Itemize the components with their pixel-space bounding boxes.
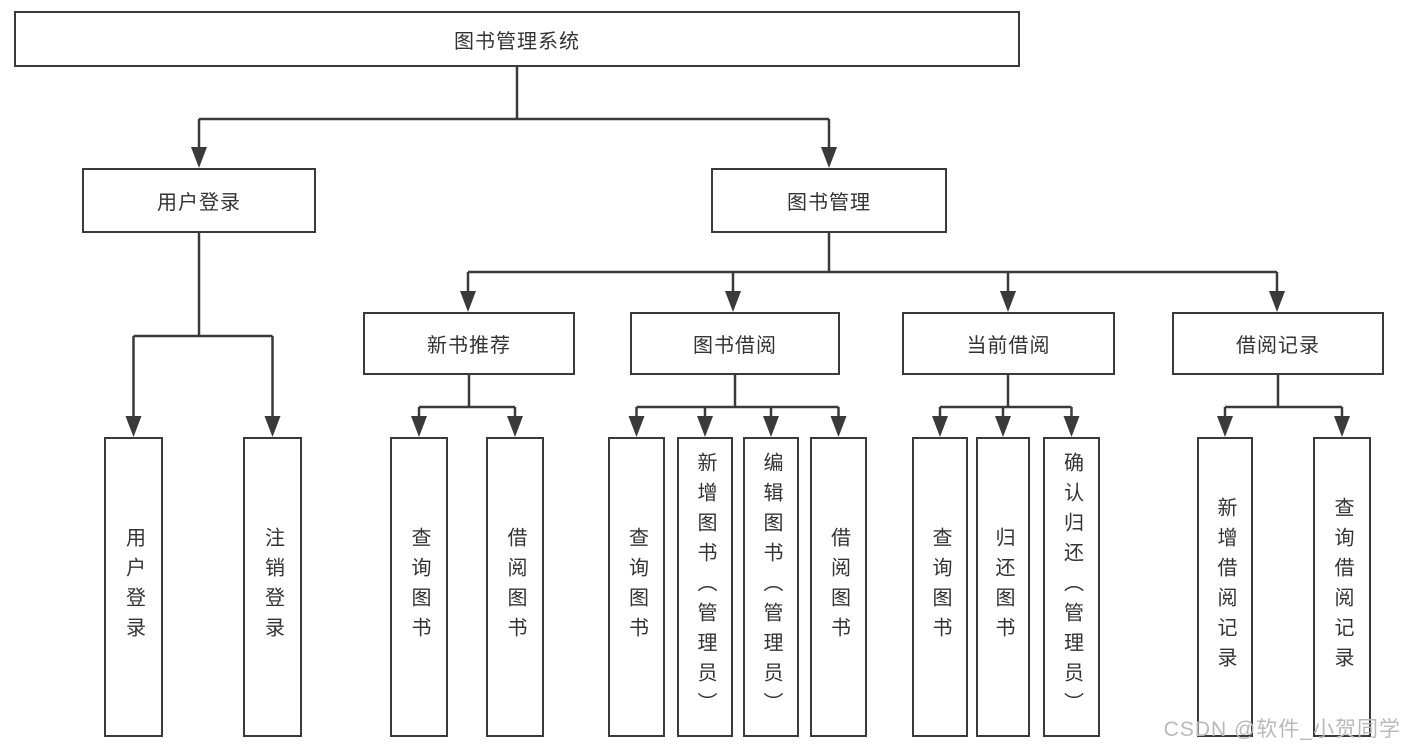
leaf-label: 确认归还（管理员） — [1060, 452, 1083, 722]
node-new-book-recommend: 新书推荐 — [363, 312, 575, 375]
leaf-query-books-borrow: 查询图书 — [608, 437, 665, 737]
leaf-return-books: 归还图书 — [976, 437, 1030, 737]
leaf-borrow-books-recommend: 借阅图书 — [486, 437, 544, 737]
node-label: 图书借阅 — [693, 335, 777, 357]
node-borrow-records: 借阅记录 — [1172, 312, 1384, 375]
node-book-management: 图书管理 — [711, 168, 947, 233]
node-label: 当前借阅 — [966, 335, 1051, 357]
node-user-login-branch: 用户登录 — [82, 168, 316, 233]
leaf-label: 编辑图书（管理员） — [760, 452, 782, 722]
leaf-label: 查询借阅记录 — [1331, 497, 1353, 677]
node-label: 图书管理 — [787, 192, 871, 214]
leaf-add-borrow-record: 新增借阅记录 — [1197, 437, 1253, 737]
leaf-confirm-return-admin: 确认归还（管理员） — [1043, 437, 1100, 737]
leaf-label: 注销登录 — [261, 527, 284, 647]
leaf-label: 查询图书 — [929, 527, 951, 647]
leaf-logout: 注销登录 — [243, 437, 302, 737]
leaf-query-books-recommend: 查询图书 — [390, 437, 448, 737]
leaf-label: 借阅图书 — [504, 527, 526, 647]
node-book-borrow: 图书借阅 — [630, 312, 840, 375]
leaf-add-books-admin: 新增图书（管理员） — [677, 437, 733, 737]
leaf-label: 用户登录 — [122, 527, 145, 647]
leaf-label: 新增借阅记录 — [1214, 497, 1236, 677]
leaf-label: 查询图书 — [408, 527, 430, 647]
node-label: 用户登录 — [157, 192, 241, 214]
leaf-label: 查询图书 — [625, 527, 648, 647]
leaf-query-books-current: 查询图书 — [912, 437, 968, 737]
leaf-label: 新增图书（管理员） — [694, 452, 716, 722]
node-label: 借阅记录 — [1236, 335, 1320, 357]
leaf-user-login: 用户登录 — [104, 437, 163, 737]
csdn-watermark: CSDN @软件_小贺同学 — [1163, 718, 1401, 741]
leaf-label: 借阅图书 — [827, 527, 850, 647]
arrowheads — [125, 147, 1350, 437]
node-root-library-system: 图书管理系统 — [14, 11, 1020, 67]
leaf-edit-books-admin: 编辑图书（管理员） — [743, 437, 799, 737]
leaf-label: 归还图书 — [992, 527, 1014, 647]
leaf-query-borrow-record: 查询借阅记录 — [1313, 437, 1371, 737]
node-label: 新书推荐 — [427, 335, 511, 357]
leaf-borrow-books: 借阅图书 — [810, 437, 867, 737]
node-current-borrow: 当前借阅 — [902, 312, 1115, 375]
node-label: 图书管理系统 — [454, 30, 580, 53]
